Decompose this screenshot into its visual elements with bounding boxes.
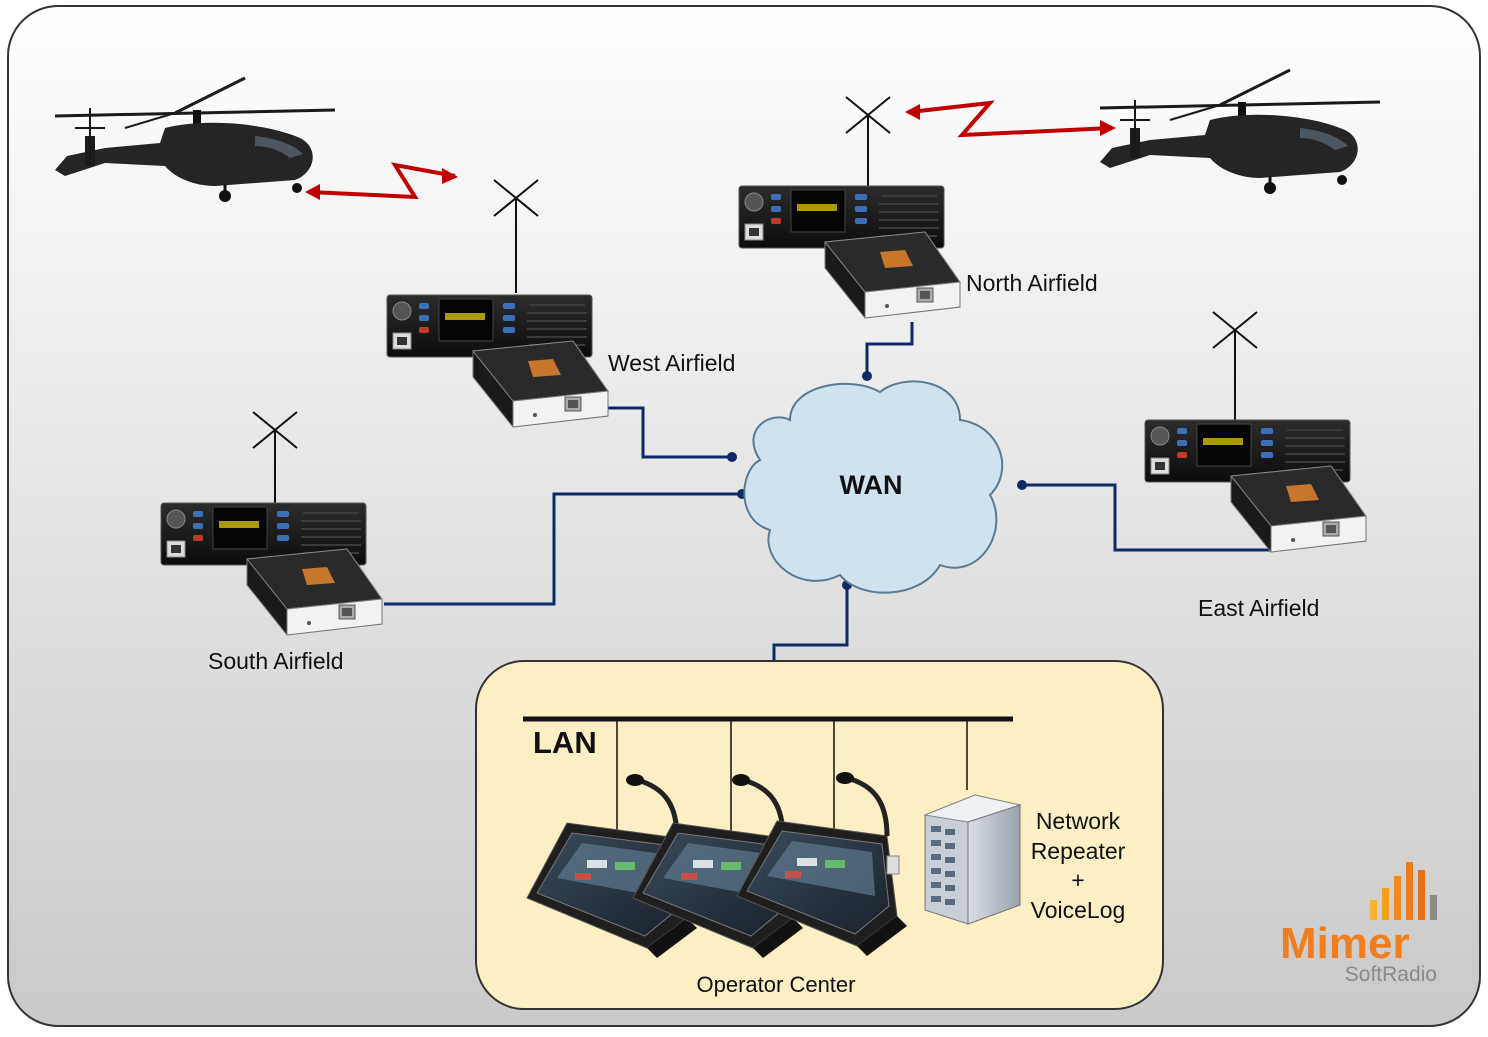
mimer-logo: Mimer SoftRadio	[1280, 862, 1437, 986]
lan-label: LAN	[533, 725, 597, 760]
logo-sub: SoftRadio	[1345, 963, 1437, 986]
server-label-line4: VoiceLog	[1031, 897, 1126, 923]
radio-link-west	[305, 162, 458, 200]
cloud-icon-wan	[743, 380, 1004, 594]
operator-center-label: Operator Center	[697, 972, 856, 997]
radio-link-north	[905, 100, 1116, 138]
server-icon	[923, 794, 1022, 925]
server-label-line2: Repeater	[1031, 838, 1126, 864]
south-airfield-label: South Airfield	[208, 648, 344, 674]
logo-name: Mimer	[1280, 919, 1410, 968]
wan-label: WAN	[840, 470, 903, 500]
server-label-line3: +	[1071, 867, 1084, 893]
lan-drops	[616, 719, 968, 838]
server-label-line1: Network	[1036, 808, 1121, 834]
east-airfield-label: East Airfield	[1198, 595, 1319, 621]
west-airfield-label: West Airfield	[608, 350, 735, 376]
north-airfield-label: North Airfield	[966, 270, 1098, 296]
